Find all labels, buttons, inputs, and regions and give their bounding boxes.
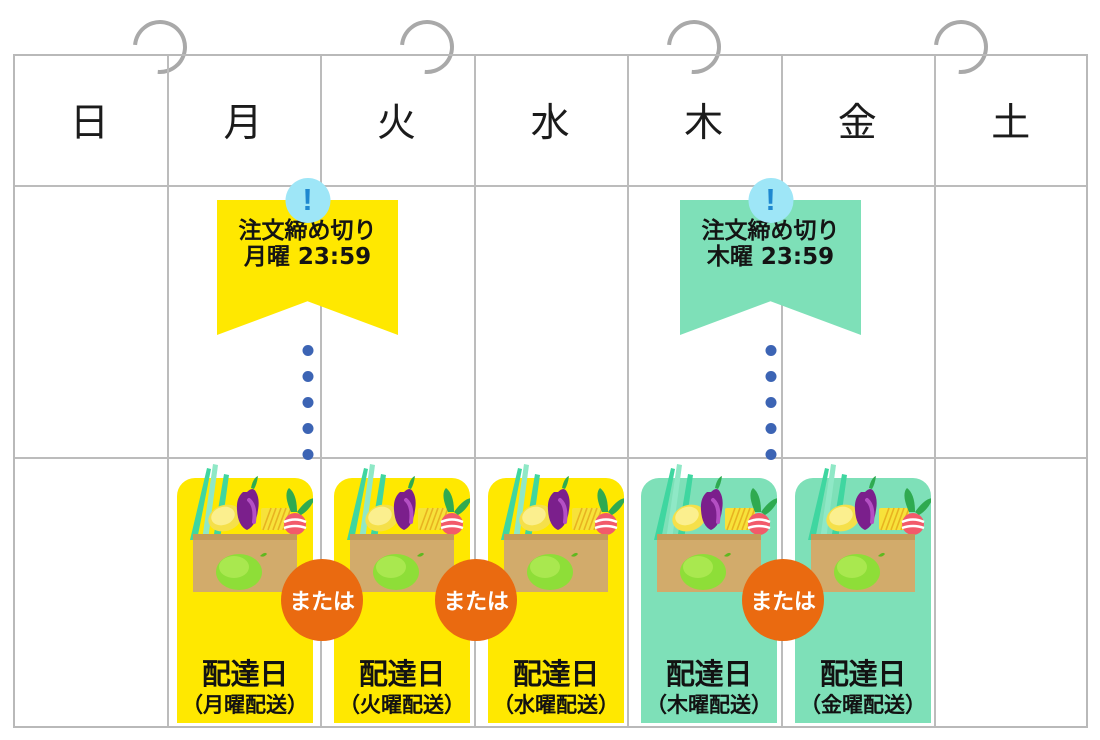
- delivery-sub: （金曜配送）: [800, 692, 926, 717]
- order-deadline-banner-monday: 注文締め切り 月曜 23:59 !: [217, 178, 398, 335]
- weekday-label: 木: [684, 100, 724, 146]
- weekday-header-wednesday: 水: [474, 54, 628, 185]
- weekday-label: 水: [530, 100, 571, 146]
- alert-exclamation-icon: !: [748, 178, 793, 223]
- weekday-header-tuesday: 火: [320, 54, 474, 185]
- card-labels: 配達日 （木曜配送）: [641, 658, 777, 718]
- weekday-label: 日: [69, 100, 110, 146]
- delivery-card-friday[interactable]: 配達日 （金曜配送）: [795, 452, 931, 723]
- delivery-sub: （月曜配送）: [182, 692, 308, 717]
- weekday-label: 土: [991, 100, 1032, 146]
- delivery-sub: （木曜配送）: [646, 692, 772, 717]
- card-labels: 配達日 （金曜配送）: [795, 658, 931, 718]
- alert-mark: !: [302, 181, 313, 217]
- delivery-title: 配達日: [819, 657, 907, 692]
- delivery-sub: （火曜配送）: [339, 692, 465, 717]
- delivery-title: 配達日: [358, 657, 446, 692]
- grocery-bag-icon: [808, 464, 931, 592]
- delivery-title: 配達日: [201, 657, 289, 692]
- weekday-header-friday: 金: [781, 54, 935, 185]
- delivery-card-wednesday[interactable]: 配達日 （水曜配送）: [488, 452, 624, 723]
- order-deadline-banner-thursday: 注文締め切り 木曜 23:59 !: [680, 178, 861, 335]
- weekday-header-sunday: 日: [13, 54, 167, 185]
- grocery-bag-icon: [190, 464, 313, 592]
- weekday-header-saturday: 土: [934, 54, 1088, 185]
- calendar-grid: [13, 54, 1088, 728]
- deadline-time: 木曜 23:59: [706, 243, 835, 270]
- weekday-label: 金: [837, 100, 878, 146]
- weekday-label: 月: [223, 100, 264, 146]
- grocery-bag-icon: [654, 464, 777, 592]
- delivery-sub: （水曜配送）: [493, 692, 619, 717]
- grocery-bag-icon: [347, 464, 470, 592]
- card-labels: 配達日 （水曜配送）: [488, 658, 624, 718]
- delivery-title: 配達日: [512, 657, 600, 692]
- card-labels: 配達日 （月曜配送）: [177, 658, 313, 718]
- or-label: または: [289, 590, 355, 615]
- card-labels: 配達日 （火曜配送）: [334, 658, 470, 718]
- or-badge-thursday-friday: または: [742, 559, 824, 641]
- grocery-bag-icon: [501, 464, 624, 592]
- deadline-connector-dots-thursday: [765, 345, 777, 460]
- or-label: または: [750, 590, 816, 615]
- deadline-connector-dots-monday: [302, 345, 314, 460]
- alert-exclamation-icon: !: [285, 178, 330, 223]
- delivery-title: 配達日: [665, 657, 753, 692]
- or-label: または: [443, 590, 509, 615]
- weekday-header-monday: 月: [167, 54, 321, 185]
- deadline-time: 月曜 23:59: [243, 243, 372, 270]
- alert-mark: !: [765, 181, 776, 217]
- or-badge-monday-tuesday: または: [281, 559, 363, 641]
- or-badge-tuesday-wednesday: または: [435, 559, 517, 641]
- weekday-label: 火: [377, 100, 417, 146]
- weekday-header-thursday: 木: [627, 54, 781, 185]
